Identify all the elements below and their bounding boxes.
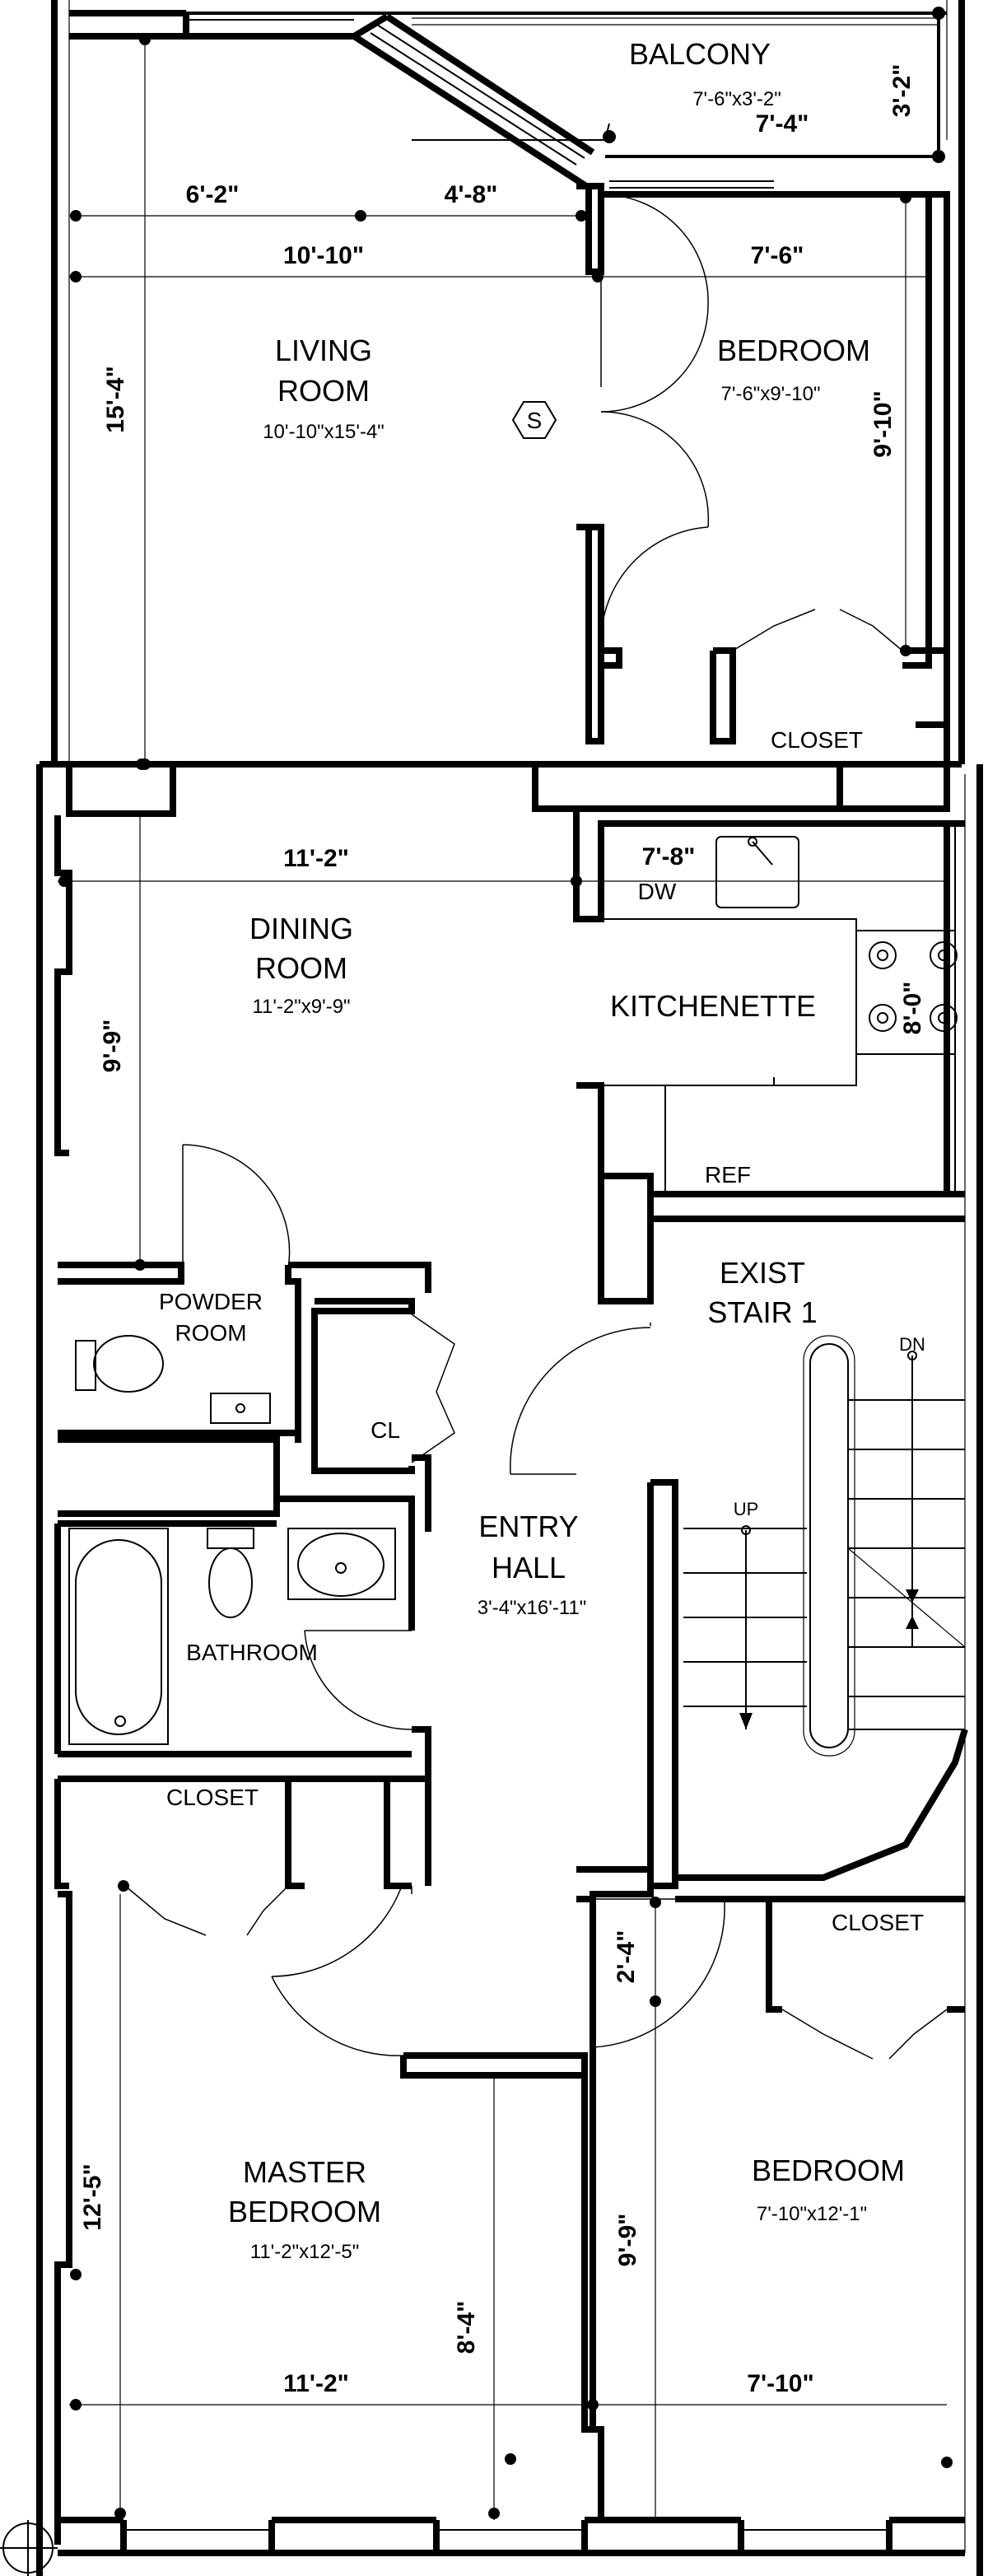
balcony-dims: 7'-6"x3'-2" [692, 88, 781, 110]
bath-toilet-icon [207, 1528, 254, 1618]
dim-9-10: 9'-10" [869, 390, 897, 457]
balcony-name: BALCONY [629, 37, 771, 71]
dim-12-5: 12'-5" [79, 2163, 106, 2230]
dim-7-6: 7'-6" [751, 242, 804, 269]
toilet-icon [75, 1335, 164, 1393]
closet-right-name: CLOSET [832, 1910, 924, 1935]
entry-hall-name-2: HALL [492, 1551, 566, 1584]
cl-name: CL [370, 1417, 400, 1443]
dining-room-name-2: ROOM [255, 951, 347, 985]
dim-4-8: 4'-8" [445, 181, 498, 208]
dim-7-4: 7'-4" [756, 110, 809, 138]
dim-9-9-right: 9'-9" [614, 2214, 641, 2267]
sink-icon [715, 836, 799, 908]
living-room-name-1: LIVING [275, 334, 372, 367]
master-bedroom-name-2: BEDROOM [228, 2195, 381, 2228]
svg-text:S: S [527, 408, 543, 433]
dw-label: DW [638, 879, 677, 904]
bottom-doors [271, 1885, 948, 2060]
bath-door [304, 1630, 412, 1730]
wall-marks [70, 2269, 953, 2468]
entry-hall-name-1: ENTRY [478, 1510, 578, 1543]
stair-up-label: UP [734, 1499, 759, 1519]
bathroom-name: BATHROOM [186, 1640, 318, 1665]
closet-mid-doors [118, 1880, 289, 1936]
bottom-dims [69, 1894, 947, 2520]
mid-wall [66, 758, 950, 817]
living-room-dims [69, 34, 930, 770]
exterior-walls [36, 0, 983, 2576]
bottom-walls [400, 1866, 965, 2520]
dim-10-10: 10'-10" [283, 242, 364, 269]
bedroom-doors [600, 194, 903, 651]
closet-mid-name: CLOSET [166, 1785, 259, 1810]
exist-stair-name-2: STAIR 1 [707, 1295, 817, 1329]
smoke-detector-icon: S [511, 401, 557, 439]
bedroom-bottom-dims: 7'-10"x12'-1" [757, 2203, 867, 2225]
dining-room-name-1: DINING [249, 912, 353, 945]
dim-2-4: 2'-4" [613, 1930, 640, 1984]
powder-sink-icon [210, 1393, 271, 1424]
dim-8-4: 8'-4" [453, 2301, 480, 2354]
exist-stair-name-1: EXIST [720, 1256, 805, 1290]
range-icon [869, 941, 958, 1032]
bathtub-icon [68, 1528, 169, 1745]
stair-dn-label: DN [899, 1334, 925, 1355]
dim-9-9-left: 9'-9" [99, 1020, 126, 1073]
entry-hall-dims: 3'-4"x16'-11" [478, 1597, 587, 1619]
bedroom-top-name: BEDROOM [717, 334, 870, 367]
dim-7-8: 7'-8" [642, 843, 696, 870]
bedroom-top-dims: 7'-6"x9'-10" [721, 383, 821, 405]
dining-room-dims: 11'-2"x9'-9" [252, 996, 350, 1018]
powder-room-name-1: POWDER [159, 1289, 263, 1314]
upper-interior-walls [186, 19, 950, 766]
powder-room-name-2: ROOM [175, 1320, 246, 1346]
dim-11-2-top: 11'-2" [283, 845, 349, 872]
kitchen-walls [573, 809, 965, 1304]
kitchenette-name: KITCHENETTE [610, 989, 816, 1023]
dim-7-10: 7'-10" [747, 2370, 813, 2397]
master-bedroom-dims: 11'-2"x12'-5" [250, 2241, 360, 2263]
dining-dims [58, 814, 947, 1271]
bath-sink-icon [287, 1528, 396, 1600]
dim-15-4: 15'-4" [102, 366, 129, 432]
service-walls [54, 1262, 431, 1889]
ref-label: REF [705, 1162, 751, 1188]
living-room-dims: 10'-10"x15'-4" [263, 421, 384, 443]
stair [510, 1216, 968, 1889]
closet-top-name: CLOSET [771, 727, 863, 753]
dim-8-0: 8'-0" [899, 982, 926, 1035]
grid-marker [0, 2520, 58, 2576]
dim-11-2-bottom: 11'-2" [283, 2370, 349, 2397]
dim-6-2: 6'-2" [186, 181, 240, 208]
cl-door [411, 1314, 455, 1463]
living-room-name-2: ROOM [277, 374, 370, 408]
bedroom-bottom-name: BEDROOM [752, 2154, 905, 2187]
master-bedroom-name-1: MASTER [243, 2155, 366, 2189]
dim-3-2: 3'-2" [888, 64, 916, 118]
balcony [186, 7, 947, 189]
powder-door [182, 1144, 291, 1269]
